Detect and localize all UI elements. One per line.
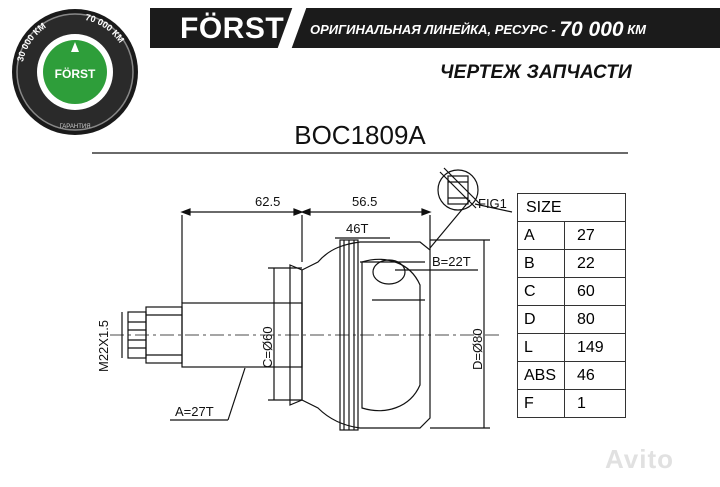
size-key: B (517, 249, 565, 278)
avito-watermark: Avito (605, 444, 675, 474)
size-key: A (517, 221, 565, 250)
size-key: ABS (517, 361, 565, 390)
bell-housing (301, 241, 431, 429)
badge-green-core (43, 40, 107, 104)
badge-arrow-icon (71, 42, 79, 52)
dim-62-5: 62.5 (255, 194, 280, 209)
badge-brand: FÖRST (55, 66, 96, 81)
inner-race (361, 258, 421, 412)
size-value: 22 (564, 249, 626, 278)
dim-56-5: 56.5 (352, 194, 377, 209)
size-key: D (517, 305, 565, 334)
size-value: 27 (564, 221, 626, 250)
thread-label: M22X1.5 (96, 320, 111, 372)
tagline-value: 70 000 (559, 18, 624, 41)
header-tagline: ОРИГИНАЛЬНАЯ ЛИНЕЙКА, РЕСУРС - 70 000 КМ (310, 18, 646, 42)
ball (372, 259, 406, 285)
tagline-unit: КМ (623, 22, 647, 37)
size-header-cell: SIZE (517, 193, 626, 222)
tagline-prefix: ОРИГИНАЛЬНАЯ ЛИНЕЙКА, РЕСУРС - (310, 22, 560, 37)
a-27t-label: A=27T (175, 404, 214, 419)
header-banner: FÖRST ОРИГИНАЛЬНАЯ ЛИНЕЙКА, РЕСУРС - 70 … (150, 8, 720, 48)
size-value: 46 (564, 361, 626, 390)
teeth-46t: 46T (346, 221, 368, 236)
badge-bottom-text: ГАРАНТИЯ (59, 124, 90, 130)
size-key: C (517, 277, 565, 306)
size-table-header: SIZE (517, 193, 626, 222)
brand-logo-text: FÖRST (180, 12, 285, 45)
size-value: 1 (564, 389, 626, 418)
fig1-detail (437, 169, 479, 211)
b-22t-label: B=22T (432, 254, 471, 269)
drawing-subtitle: ЧЕРТЕЖ ЗАПЧАСТИ (440, 62, 632, 83)
fig1-label: FIG1 (478, 196, 507, 211)
stub-shaft (181, 302, 303, 368)
size-value: 60 (564, 277, 626, 306)
size-key: F (517, 389, 565, 418)
size-value: 80 (564, 305, 626, 334)
part-number-heading: BOC1809A (0, 120, 720, 151)
warranty-badge: 30 000 КМ 70 000 КМ FÖRST ГАРАНТИЯ (12, 9, 138, 135)
size-key: L (517, 333, 565, 362)
part-number: BOC1809A (294, 120, 426, 150)
outer-spline (145, 306, 183, 364)
d-80-label: D=Ø80 (470, 328, 485, 370)
c-60-label: C=Ø60 (260, 326, 275, 368)
size-value: 149 (564, 333, 626, 362)
abs-ring (339, 239, 359, 431)
thread-end (127, 311, 147, 359)
